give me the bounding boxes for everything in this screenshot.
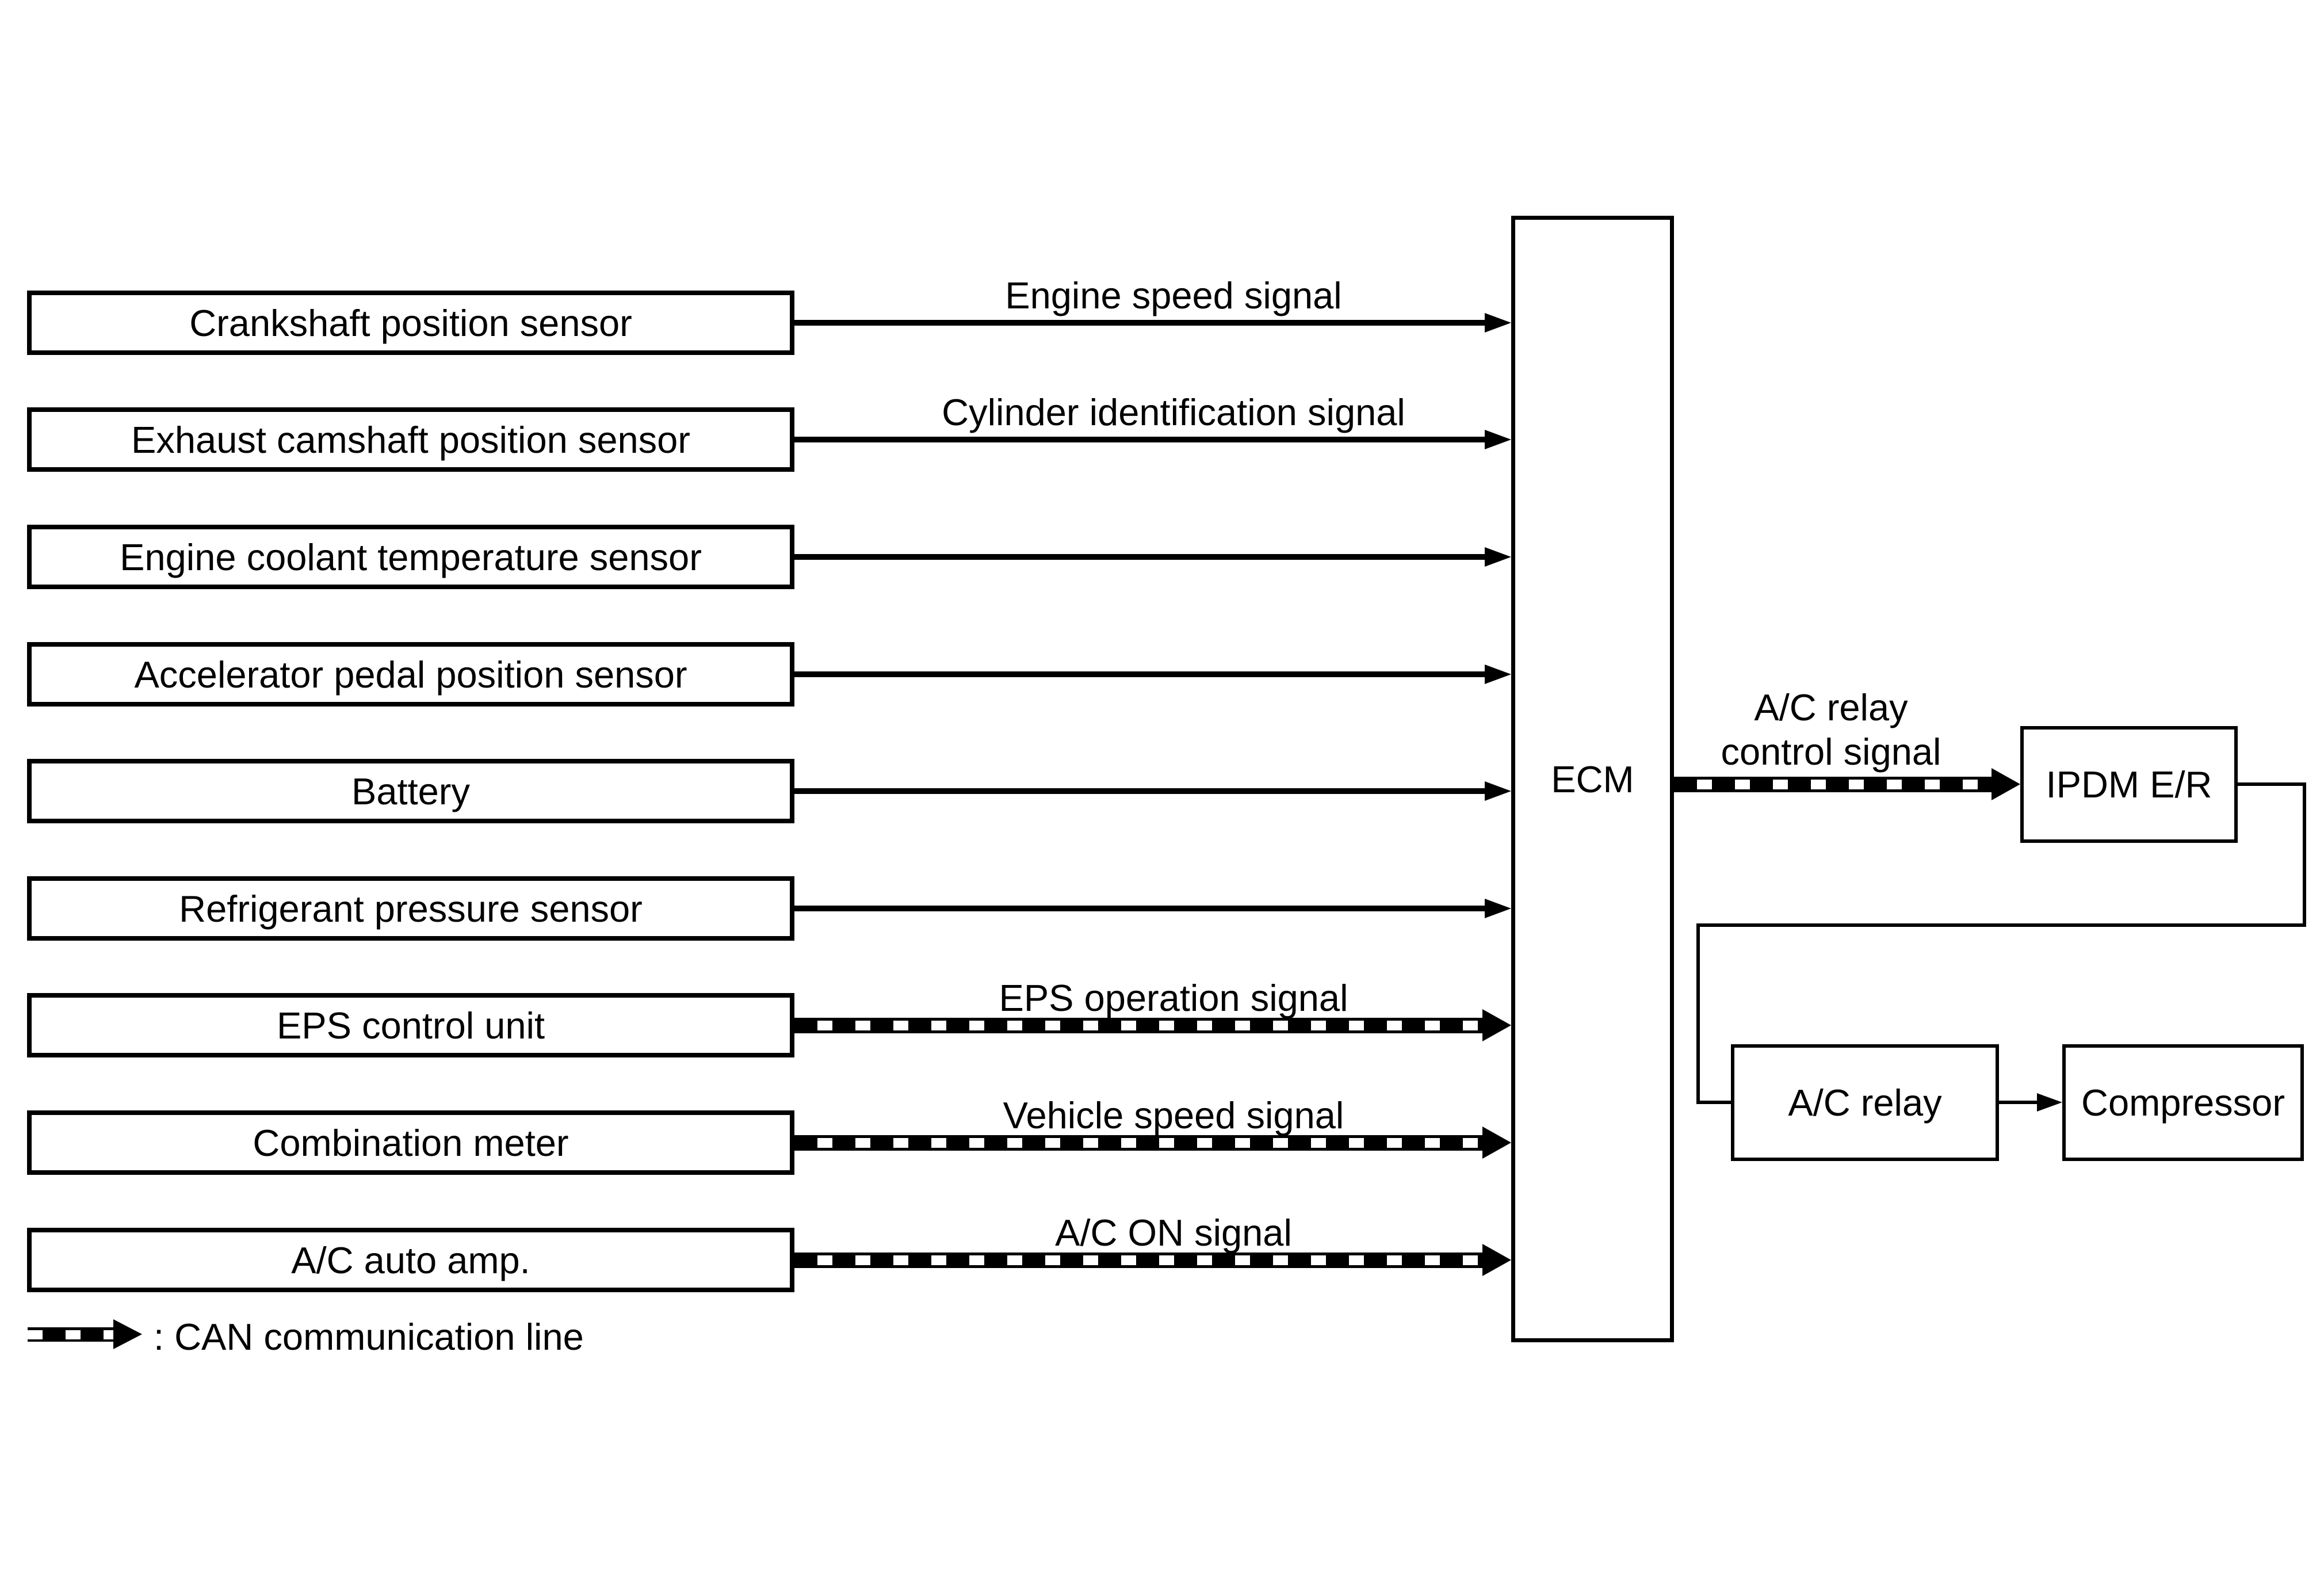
arrowhead-icon <box>1485 781 1511 801</box>
node-label: Compressor <box>2081 1082 2285 1124</box>
node-accelerator-pedal-position-sensor: Accelerator pedal position sensor <box>27 642 794 707</box>
node-label: Battery <box>351 770 470 812</box>
arrowhead-icon <box>1485 665 1511 684</box>
node-combination-meter: Combination meter <box>27 1110 794 1175</box>
node-label: Accelerator pedal position sensor <box>134 653 687 696</box>
node-ipdm-er: IPDM E/R <box>2020 726 2238 843</box>
node-label: Engine coolant temperature sensor <box>120 536 702 578</box>
node-label: Exhaust camshaft position sensor <box>131 418 690 461</box>
node-battery: Battery <box>27 759 794 823</box>
legend-label: : CAN communication line <box>154 1316 584 1358</box>
node-ecm: ECM <box>1511 216 1674 1342</box>
arrowhead-icon <box>1485 547 1511 567</box>
node-label: Combination meter <box>253 1121 569 1164</box>
arrowhead-icon <box>1482 1244 1511 1276</box>
node-ac-relay: A/C relay <box>1731 1044 1999 1161</box>
signal-label-ac-relay-control: A/C relay control signal <box>1721 686 1941 773</box>
signal-label-engine-speed: Engine speed signal <box>1005 274 1342 316</box>
signal-label-ac-on: A/C ON signal <box>1055 1212 1292 1254</box>
signal-label-vehicle-speed: Vehicle speed signal <box>1003 1094 1344 1136</box>
can-line-icon <box>28 1327 113 1342</box>
node-refrigerant-pressure-sensor: Refrigerant pressure sensor <box>27 876 794 941</box>
node-label: Crankshaft position sensor <box>189 301 632 344</box>
node-label: EPS control unit <box>276 1004 545 1047</box>
arrowhead-icon <box>1485 899 1511 918</box>
node-label: IPDM E/R <box>2046 763 2212 805</box>
node-label: ECM <box>1551 758 1634 800</box>
node-label: A/C relay <box>1788 1082 1942 1124</box>
node-compressor: Compressor <box>2062 1044 2304 1161</box>
node-eps-control-unit: EPS control unit <box>27 993 794 1057</box>
arrowhead-icon <box>1482 1127 1511 1159</box>
signal-label-cylinder-identification: Cylinder identification signal <box>942 391 1405 433</box>
arrowhead-icon <box>1482 1009 1511 1041</box>
node-exhaust-camshaft-position-sensor: Exhaust camshaft position sensor <box>27 407 794 472</box>
node-engine-coolant-temperature-sensor: Engine coolant temperature sensor <box>27 525 794 589</box>
arrowhead-icon <box>2037 1093 2062 1112</box>
node-label: Refrigerant pressure sensor <box>179 887 643 930</box>
node-ac-auto-amp: A/C auto amp. <box>27 1228 794 1292</box>
node-label: A/C auto amp. <box>291 1239 530 1281</box>
arrowhead-icon <box>1485 430 1511 449</box>
arrowhead-icon <box>1485 313 1511 333</box>
arrowhead-icon <box>113 1319 142 1349</box>
signal-label-eps-operation: EPS operation signal <box>999 977 1348 1019</box>
node-crankshaft-position-sensor: Crankshaft position sensor <box>27 291 794 355</box>
arrowhead-icon <box>1992 768 2020 800</box>
